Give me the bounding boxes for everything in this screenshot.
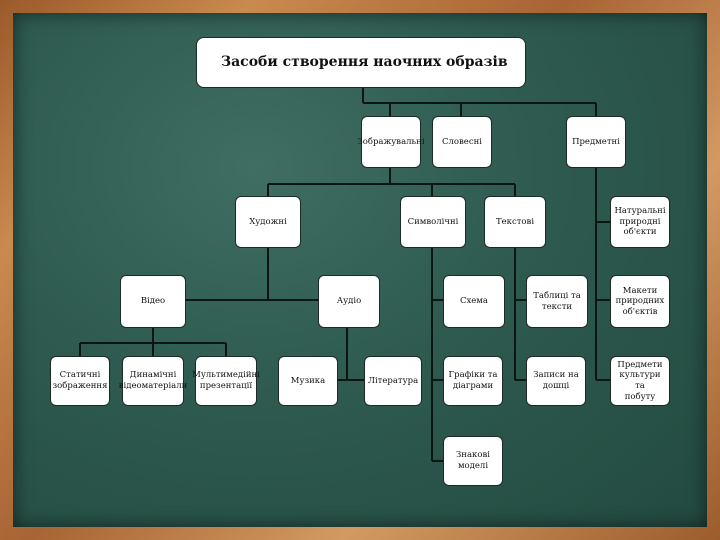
node-makety: Макети природних об'єктів bbox=[610, 275, 670, 328]
node-dynamichni: Динамічні відеоматеріали bbox=[119, 356, 187, 406]
node-naturalni: Натуральні природні об'єкти bbox=[610, 196, 670, 248]
root-title: Засоби створення наочних образів bbox=[196, 37, 526, 88]
node-tablytsi: Таблиці та тексти bbox=[526, 275, 588, 328]
node-muzyka: Музика bbox=[278, 356, 338, 406]
node-tekstovi: Текстові bbox=[484, 196, 546, 248]
node-video: Відео bbox=[120, 275, 186, 328]
node-audio: Аудіо bbox=[318, 275, 380, 328]
node-hrafiky: Графіки та діаграми bbox=[443, 356, 503, 406]
chalkboard bbox=[13, 13, 707, 527]
node-skhema: Схема bbox=[443, 275, 505, 328]
node-symvolichni: Символічні bbox=[400, 196, 466, 248]
node-khudozhni: Художні bbox=[235, 196, 301, 248]
node-predmety: Предмети культури та побуту bbox=[610, 356, 670, 406]
node-slovesni: Словесні bbox=[432, 116, 492, 168]
node-zapysy: Записи на дошці bbox=[526, 356, 586, 406]
node-predmetni: Предметні bbox=[566, 116, 626, 168]
node-statychni: Статичні зображення bbox=[50, 356, 110, 406]
node-znakovi: Знакові моделі bbox=[443, 436, 503, 486]
node-multymediini: Мультимедійні презентації bbox=[192, 356, 260, 406]
node-literatura: Література bbox=[364, 356, 422, 406]
node-zobrazhuvalni: Зображувальні bbox=[357, 116, 425, 168]
